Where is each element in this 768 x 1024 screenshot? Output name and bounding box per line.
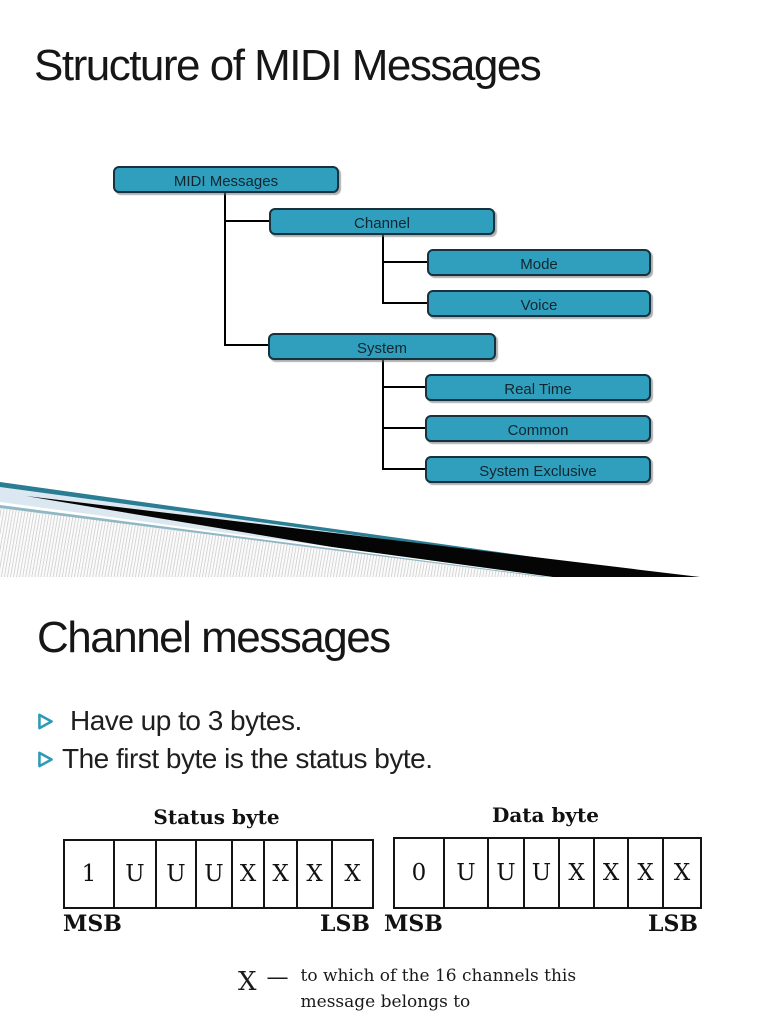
tree-connector (382, 468, 426, 470)
tree-connector (382, 235, 384, 304)
annotation-line-1: to which of the 16 channels this (300, 966, 577, 986)
lsb-label: LSB (320, 911, 370, 937)
tree-connector (382, 302, 428, 304)
data-byte-title: Data byte (491, 803, 600, 827)
tree-node-real-time: Real Time (425, 374, 651, 401)
bit-cell: U (157, 841, 197, 907)
annotation-symbol: X (238, 967, 257, 997)
lsb-label: LSB (648, 911, 698, 937)
bullet-text: The first byte is the status byte. (62, 743, 433, 774)
slide2-title: Channel messages (37, 613, 391, 662)
tree-connector (382, 427, 426, 429)
tree-connector (224, 193, 226, 346)
swoosh-blue-wedge (0, 487, 665, 577)
tree-node-system: System (268, 333, 496, 360)
tree-node-midi-messages: MIDI Messages (113, 166, 339, 193)
tree-connector (224, 220, 270, 222)
swoosh-black-stripe (26, 496, 700, 577)
slide-channel-messages: Channel messages Have up to 3 bytes. The… (0, 577, 768, 1024)
swoosh-hatched-area (0, 508, 543, 577)
bit-cell: 0 (395, 839, 445, 907)
annotation-line-2: message belongs to (300, 992, 471, 1012)
swoosh-teal-edge (0, 482, 676, 577)
bit-cell: X (560, 839, 595, 907)
slide-structure-of-midi-messages: Structure of MIDI Messages MIDI Messages… (0, 41, 700, 577)
tree-connector (382, 358, 384, 470)
bit-cell: U (525, 839, 560, 907)
bit-cell: X (673, 860, 691, 886)
tree-connector (224, 344, 269, 346)
tree-node-system-exclusive: System Exclusive (425, 456, 651, 483)
tree-node-common: Common (425, 415, 651, 442)
swoosh-white-line (0, 502, 553, 577)
bit-cell: X (629, 839, 664, 907)
bit-cell: X (233, 841, 265, 907)
bullet-chevron-icon (38, 751, 53, 768)
bit-cell: U (445, 839, 489, 907)
decorative-swoosh (0, 482, 700, 577)
swoosh-teal-line (0, 505, 549, 577)
bit-cell: 1 (65, 841, 115, 907)
tree-node-channel: Channel (269, 208, 495, 235)
bit-cell: U (197, 841, 233, 907)
tree-connector (382, 386, 426, 388)
bit-cell: X (298, 841, 333, 907)
msb-label: MSB (63, 911, 122, 937)
annotation-dash: — (266, 965, 289, 990)
status-byte-title: Status byte (153, 805, 280, 829)
bullet-chevron-icon (38, 713, 53, 730)
tree-connector (382, 261, 428, 263)
status-byte-cells: 1 U U U X X X X (63, 839, 374, 909)
annotation-text: to which of the 16 channels this message… (301, 963, 577, 1015)
tree-node-mode: Mode (427, 249, 651, 276)
bit-cell: U (115, 841, 157, 907)
slide1-title: Structure of MIDI Messages (34, 41, 542, 90)
bit-cell: X (344, 861, 361, 887)
bullet-text: Have up to 3 bytes. (70, 705, 302, 736)
data-byte-cells: 0 U U U X X X X (393, 837, 702, 909)
x-annotation: X — to which of the 16 channels this mes… (238, 963, 576, 1015)
bullet-item: Have up to 3 bytes. (37, 705, 302, 737)
tree-node-voice: Voice (427, 290, 651, 317)
bit-cell: X (595, 839, 629, 907)
bit-cell: X (265, 841, 298, 907)
msb-label: MSB (384, 911, 443, 937)
bit-cell: U (489, 839, 525, 907)
bullet-item: The first byte is the status byte. (37, 743, 433, 775)
